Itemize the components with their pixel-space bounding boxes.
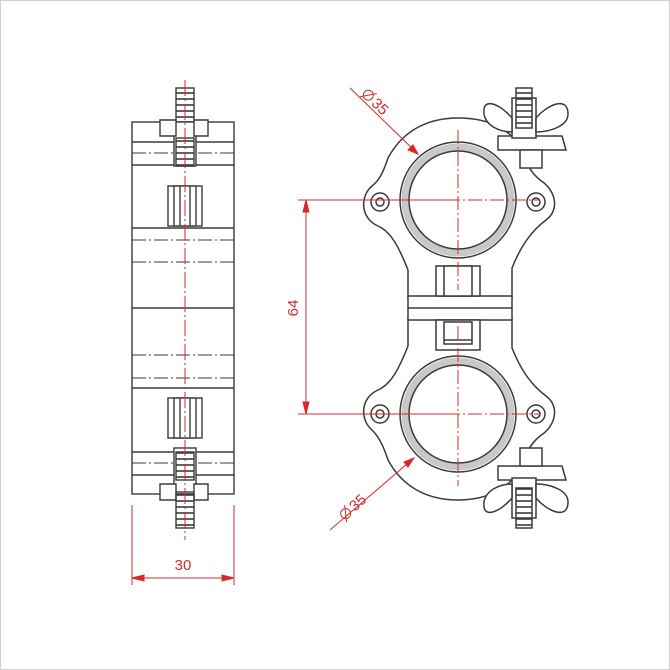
width-dimension-label: 30 xyxy=(175,557,192,574)
height-dimension xyxy=(298,199,450,415)
diameter-label-bottom-group: 35 xyxy=(340,491,370,523)
width-dimension xyxy=(131,505,235,585)
top-wing-nut xyxy=(483,87,569,169)
front-view xyxy=(363,87,569,529)
side-view xyxy=(131,80,235,540)
diameter-leader-bottom xyxy=(329,456,416,531)
diameter-leader-top xyxy=(349,87,420,155)
pivot-holes xyxy=(370,192,546,424)
diameter-label-top-group: 35 xyxy=(359,89,392,119)
height-dimension-label: 64 xyxy=(285,300,302,317)
bottom-wing-nut xyxy=(483,447,569,529)
